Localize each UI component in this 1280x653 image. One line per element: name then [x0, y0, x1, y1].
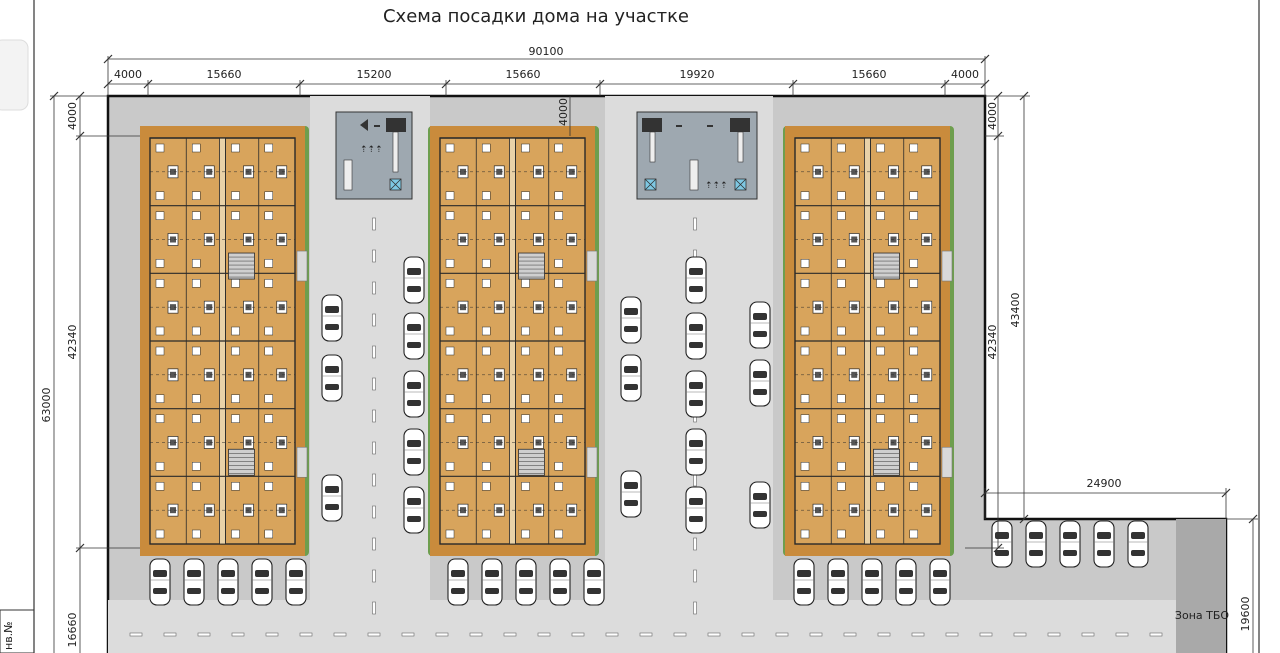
dim-left-total: 63000 [40, 388, 53, 423]
dim-left-building: 42340 [66, 325, 79, 360]
buildings [140, 126, 954, 556]
stamp-box [0, 609, 35, 653]
parked-car [620, 470, 642, 518]
dimension-labels: 90100 4000 15660 15200 15660 19920 15660… [40, 45, 1252, 648]
parked-car [403, 428, 425, 476]
parked-car [149, 558, 171, 606]
dim-top-5: 19920 [680, 68, 715, 81]
dim-annex-height: 19600 [1239, 597, 1252, 632]
stamp-text: нв.№ [2, 621, 15, 650]
parked-car [1093, 520, 1115, 568]
parked-car [685, 312, 707, 360]
parked-car [749, 301, 771, 349]
parking [149, 256, 1149, 606]
service-block-west: ⇡⇡⇡ [335, 111, 413, 200]
parked-car [515, 558, 537, 606]
parked-car [685, 428, 707, 476]
parked-car [620, 296, 642, 344]
svg-text:⇡⇡⇡: ⇡⇡⇡ [705, 181, 728, 191]
dim-right-total: 43400 [1009, 293, 1022, 328]
parked-car [321, 354, 343, 402]
parked-car [549, 558, 571, 606]
parked-car [403, 486, 425, 534]
dim-left-top: 4000 [66, 102, 79, 130]
building-2 [428, 126, 599, 556]
waste-zone [1176, 519, 1226, 653]
parked-car [217, 558, 239, 606]
parked-car [403, 312, 425, 360]
dim-right-top: 4000 [986, 102, 999, 130]
plan-title: Схема посадки дома на участке [383, 6, 689, 27]
dimension-ticks [49, 54, 1258, 553]
dim-total-width: 90100 [529, 45, 564, 58]
dim-top-6: 15660 [852, 68, 887, 81]
dim-top-2: 15660 [207, 68, 242, 81]
dim-inner-top: 4000 [557, 98, 570, 126]
parked-car [481, 558, 503, 606]
parked-car [895, 558, 917, 606]
parked-car [285, 558, 307, 606]
parked-car [403, 370, 425, 418]
parked-car [183, 558, 205, 606]
parked-car [447, 558, 469, 606]
dim-annex-width: 24900 [1087, 477, 1122, 490]
parked-car [793, 558, 815, 606]
parked-car [1127, 520, 1149, 568]
dimension-lines [50, 56, 1258, 653]
parked-car [403, 256, 425, 304]
parked-car [1059, 520, 1081, 568]
sheet-frame [33, 0, 1260, 653]
parked-car [685, 370, 707, 418]
dim-top-4: 15660 [506, 68, 541, 81]
parked-car [620, 354, 642, 402]
parked-car [929, 558, 951, 606]
parked-car [583, 558, 605, 606]
building-3 [783, 126, 954, 556]
road-south [108, 600, 1226, 653]
parked-car [749, 359, 771, 407]
parked-car [861, 558, 883, 606]
parked-car [1025, 520, 1047, 568]
waste-zone-label: Зона ТБО [1175, 609, 1229, 622]
service-block-east: ⇡⇡⇡ [636, 111, 758, 200]
road-markings [129, 217, 1163, 637]
left-tab [0, 39, 29, 111]
parked-car [321, 474, 343, 522]
building-1 [140, 126, 309, 556]
parked-car [685, 486, 707, 534]
dim-top-1: 4000 [114, 68, 142, 81]
svg-text:⇡⇡⇡: ⇡⇡⇡ [360, 145, 383, 155]
dim-left-bottom: 16660 [66, 613, 79, 648]
dim-top-7: 4000 [951, 68, 979, 81]
parked-car [685, 256, 707, 304]
parked-car [749, 481, 771, 529]
dim-right-building: 42340 [986, 325, 999, 360]
parked-car [827, 558, 849, 606]
parked-car [251, 558, 273, 606]
dim-top-3: 15200 [357, 68, 392, 81]
parked-car [321, 294, 343, 342]
